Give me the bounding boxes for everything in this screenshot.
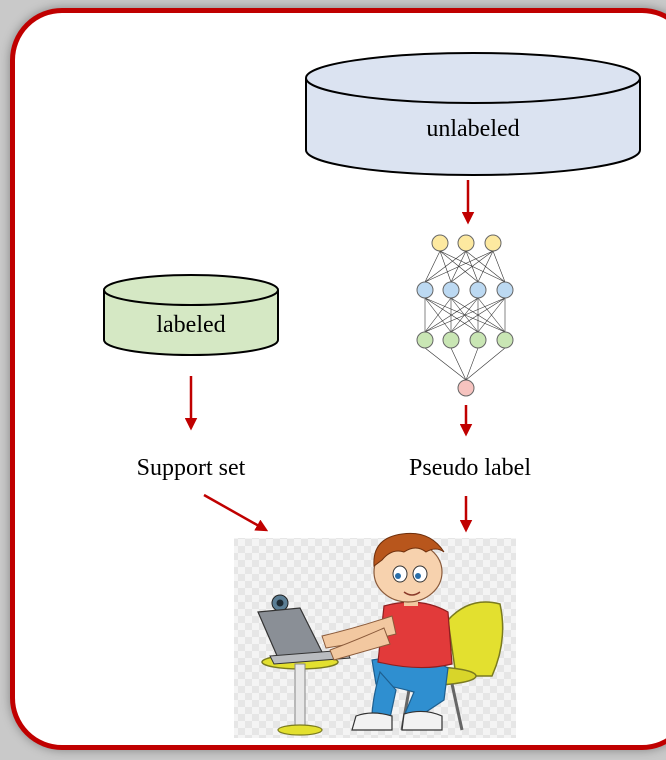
network-edge	[492, 250, 506, 283]
laptop-illustration	[257, 607, 351, 665]
input-node	[431, 234, 449, 252]
neural-network	[416, 234, 514, 397]
network-edge	[424, 347, 467, 381]
unlabeled-database-label: unlabeled	[426, 116, 520, 142]
network-edge	[477, 297, 506, 333]
hidden2-node	[442, 331, 460, 349]
network-edge	[465, 347, 506, 381]
hidden-node	[469, 281, 487, 299]
input-node	[484, 234, 502, 252]
network-edge	[477, 250, 494, 283]
hidden2-node	[496, 331, 514, 349]
labeled-database-label: labeled	[156, 312, 226, 338]
network-edge	[424, 297, 506, 333]
output-node	[457, 379, 475, 397]
hidden2-node	[469, 331, 487, 349]
hidden-node	[416, 281, 434, 299]
network-edge	[450, 297, 506, 333]
hidden-node	[496, 281, 514, 299]
network-edge	[424, 250, 494, 283]
pseudo-label-caption: Pseudo label	[409, 455, 531, 481]
network-edge	[450, 250, 494, 283]
network-edge	[424, 250, 467, 283]
hidden-node	[442, 281, 460, 299]
network-edge	[424, 297, 479, 333]
arrow-support-to-learner	[203, 493, 269, 532]
network-edge	[424, 250, 441, 283]
input-node	[457, 234, 475, 252]
unlabeled-database	[305, 52, 641, 176]
learner-illustration	[234, 532, 516, 738]
network-edge	[424, 297, 452, 333]
labeled-database	[103, 274, 279, 356]
support-set-label: Support set	[136, 455, 246, 481]
boy-illustration	[321, 532, 453, 731]
hidden2-node	[416, 331, 434, 349]
webcam-illustration	[271, 594, 289, 612]
network-edge	[450, 347, 467, 381]
network-edge	[465, 347, 479, 381]
